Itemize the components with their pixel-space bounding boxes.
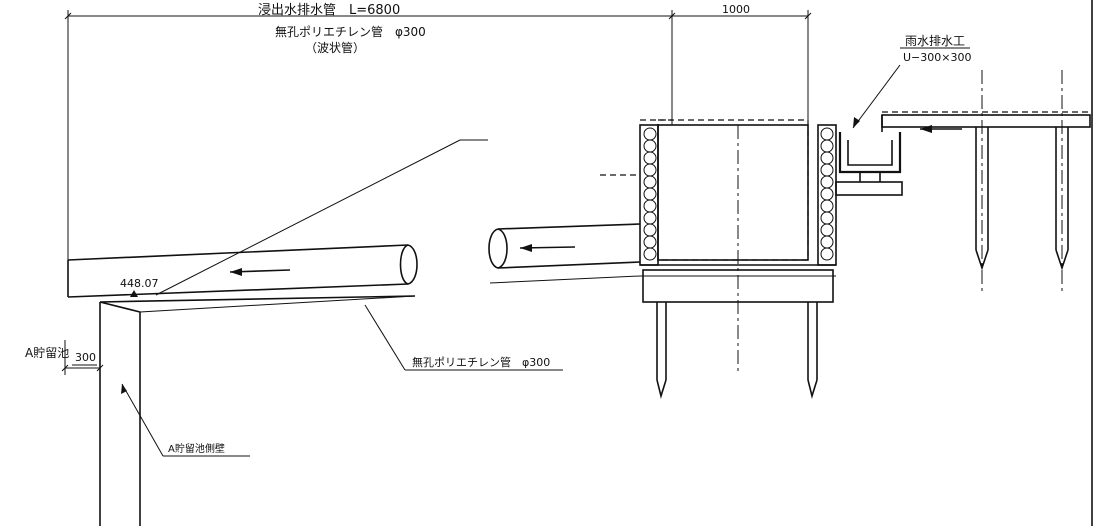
dimension-line-300 [61,340,104,375]
reservoir-label: A貯留池 [25,346,69,360]
slab-piles [975,70,1069,295]
elevation-marker-icon [130,290,138,297]
flow-arrow-right-pipe [519,244,576,252]
flow-arrow-slab [920,125,962,133]
right-pipe [488,223,641,284]
elevation-label: 448.07 [120,277,159,290]
drain-spec-label: U−300×300 [903,51,971,64]
right-slab [881,111,1091,132]
dimension-line-6800 [64,10,676,260]
collection-box [639,119,837,375]
pipe-callout-leader [364,304,563,371]
flow-arrow-left [229,268,291,276]
reservoir-side-wall [99,301,141,526]
box-piles [656,302,818,399]
gravel-fill-right [820,127,834,261]
drain-title-label: 雨水排水工 [905,34,965,48]
pipe-title-label: 浸出水排水管 L=6800 [258,3,400,18]
pipe-callout-label: 無孔ポリエチレン管 φ300 [412,355,550,369]
wall-callout-leader [121,383,250,457]
pipe-spec-label: 無孔ポリエチレン管 φ300 [275,24,426,39]
pipe-spec-sub-label: （波状管） [305,40,365,55]
dimension-line-1000 [671,10,812,125]
dimension-1000-label: 1000 [722,3,750,16]
left-pipe [67,244,418,313]
gravel-fill-left [643,127,657,261]
wall-callout-label: A貯留池側壁 [168,442,225,455]
dimension-300-label: 300 [75,351,96,364]
rain-drain-gutter [835,132,903,196]
